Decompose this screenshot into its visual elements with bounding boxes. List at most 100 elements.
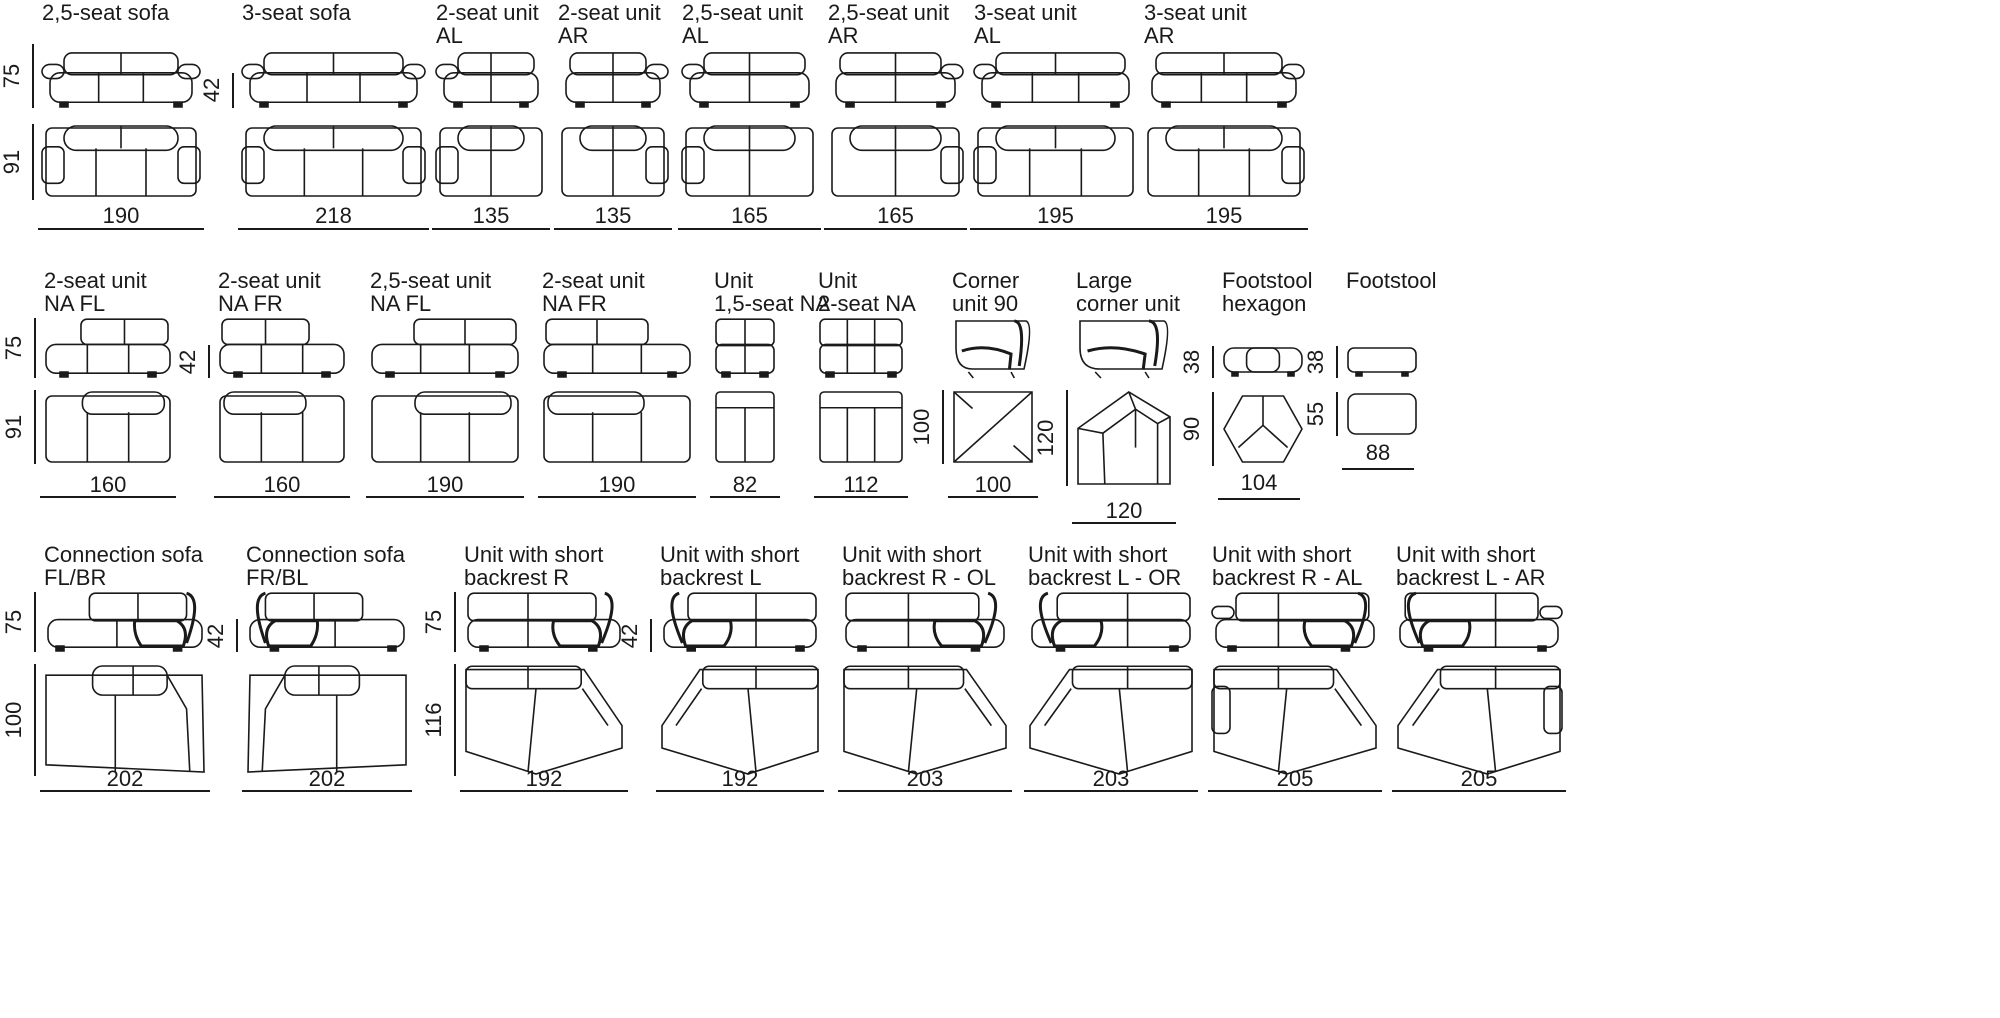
large-corner-unit-width-rule xyxy=(1072,522,1176,524)
footstool-front-view xyxy=(1346,346,1418,378)
2-seat-unit-na-fr-subtitle: NA FR xyxy=(218,291,283,316)
unit-short-backrest-r-al-width-label: 205 xyxy=(1276,766,1314,791)
large-corner-unit-depth-label: 120 xyxy=(1033,419,1058,457)
unit-short-backrest-r-title: Unit with short xyxy=(464,542,604,567)
2-seat-unit-na-fl-top-view xyxy=(44,390,172,464)
2-seat-unit-na-fl-depth-label: 91 xyxy=(1,414,26,440)
2-seat-unit-na-fl-width-rule xyxy=(40,496,176,498)
2-seat-unit-al-width-rule xyxy=(432,228,550,230)
2-seat-unit-na-fr-2-width-rule xyxy=(538,496,696,498)
unit-2-seat-na-top-view xyxy=(818,390,904,464)
3-seat-sofa-width-label: 218 xyxy=(315,203,352,228)
footstool-depth-label: 55 xyxy=(1303,401,1328,427)
3-seat-unit-al-width-label: 195 xyxy=(1037,203,1074,228)
2-5-seat-unit-na-fl-subtitle: NA FL xyxy=(370,291,432,316)
connection-sofa-fr-bl-seat-label: 42 xyxy=(203,623,228,648)
connection-sofa-fl-br-depth-label: 100 xyxy=(1,701,26,739)
connection-sofa-fl-br-front-view xyxy=(44,592,206,652)
footstool-hexagon-width-rule xyxy=(1218,498,1300,500)
unit-short-backrest-r-width-rule xyxy=(460,790,628,792)
2-seat-unit-na-fr-top-view xyxy=(218,390,346,464)
2-5-seat-unit-na-fl-top-view xyxy=(370,390,520,464)
2,5-seat-sofa-width-label: 190 xyxy=(102,203,140,228)
3-seat-sofa-title: 3-seat sofa xyxy=(242,0,351,25)
unit-1-5-seat-na-top-view xyxy=(714,390,776,464)
2-seat-unit-na-fr-width-label: 160 xyxy=(263,472,301,497)
2-seat-unit-na-fr-title: 2-seat unit xyxy=(218,268,321,293)
unit-short-backrest-l-front-view xyxy=(660,592,820,652)
2,5-seat-sofa-depth-label: 91 xyxy=(0,149,24,175)
unit-short-backrest-l-width-rule xyxy=(656,790,824,792)
footstool-width-label: 88 xyxy=(1365,440,1391,465)
unit-short-backrest-l-or-top-view xyxy=(1028,664,1194,776)
corner-unit-90-width-label: 100 xyxy=(974,472,1012,497)
unit-2-seat-na-front-view xyxy=(818,318,904,378)
unit-1-5-seat-na-width-rule xyxy=(710,496,780,498)
unit-1-5-seat-na-title: Unit xyxy=(714,268,754,293)
unit-short-backrest-r-al-top-view xyxy=(1212,664,1378,776)
2-seat-unit-na-fr-seat-rule xyxy=(208,345,210,378)
2-5-seat-unit-al-front-view xyxy=(682,44,817,108)
connection-sofa-fr-bl-subtitle: FR/BL xyxy=(246,565,309,590)
connection-sofa-fr-bl-width-label: 202 xyxy=(308,766,346,791)
2,5-seat-sofa-title: 2,5-seat sofa xyxy=(42,0,170,25)
footstool-width-rule xyxy=(1342,468,1414,470)
unit-short-backrest-r-ol-title: Unit with short xyxy=(842,542,982,567)
2-seat-unit-na-fr-width-rule xyxy=(214,496,350,498)
unit-short-backrest-r-width-label: 192 xyxy=(525,766,563,791)
2-seat-unit-ar-front-view xyxy=(558,44,668,108)
3-seat-sofa-top-view xyxy=(242,124,425,200)
footstool-hexagon-width-label: 104 xyxy=(1240,470,1278,495)
connection-sofa-fl-br-width-rule xyxy=(40,790,210,792)
unit-2-seat-na-title: Unit xyxy=(818,268,858,293)
connection-sofa-fl-br-height-rule xyxy=(34,592,36,652)
corner-unit-90-top-view xyxy=(952,390,1034,464)
2-seat-unit-al-title: 2-seat unit xyxy=(436,0,539,25)
3-seat-unit-ar-width-label: 195 xyxy=(1205,203,1243,228)
2-seat-unit-na-fr-seat-label: 42 xyxy=(175,349,200,374)
2-5-seat-unit-al-title: 2,5-seat unit xyxy=(682,0,804,25)
footstool-hexagon-title: Footstool xyxy=(1222,268,1313,293)
2-5-seat-unit-ar-top-view xyxy=(828,124,963,200)
footstool-height-rule xyxy=(1336,346,1338,378)
2-seat-unit-na-fl-height-rule xyxy=(34,318,36,378)
2-seat-unit-na-fl-depth-rule xyxy=(34,390,36,464)
unit-short-backrest-r-ol-subtitle: backrest R - OL xyxy=(842,565,997,590)
2,5-seat-sofa-width-rule xyxy=(38,228,204,230)
unit-short-backrest-l-or-front-view xyxy=(1028,592,1194,652)
2-seat-unit-na-fr-front-view xyxy=(218,318,346,378)
unit-short-backrest-r-ol-width-label: 203 xyxy=(906,766,944,791)
unit-short-backrest-r-subtitle: backrest R xyxy=(464,565,570,590)
2-5-seat-unit-na-fl-front-view xyxy=(370,318,520,378)
2-5-seat-unit-al-subtitle: AL xyxy=(682,23,709,48)
3-seat-unit-ar-top-view xyxy=(1144,124,1304,200)
footstool-hexagon-depth-label: 90 xyxy=(1179,416,1204,442)
2-seat-unit-na-fr-2-title: 2-seat unit xyxy=(542,268,645,293)
unit-2-seat-na-width-rule xyxy=(814,496,908,498)
footstool-hexagon-depth-rule xyxy=(1212,392,1214,466)
corner-unit-90-front-view xyxy=(952,318,1034,378)
unit-short-backrest-r-al-front-view xyxy=(1212,592,1378,652)
unit-2-seat-na-width-label: 112 xyxy=(843,472,879,497)
2-5-seat-unit-ar-front-view xyxy=(828,44,963,108)
3-seat-unit-ar-front-view xyxy=(1144,44,1304,108)
unit-short-backrest-l-seat-label: 42 xyxy=(617,623,642,648)
2-seat-unit-ar-top-view xyxy=(558,124,668,200)
unit-short-backrest-l-ar-top-view xyxy=(1396,664,1562,776)
2-seat-unit-na-fl-subtitle: NA FL xyxy=(44,291,106,316)
2-seat-unit-ar-width-label: 135 xyxy=(594,203,632,228)
connection-sofa-fl-br-title: Connection sofa xyxy=(44,542,203,567)
3-seat-unit-al-subtitle: AL xyxy=(974,23,1001,48)
3-seat-unit-al-top-view xyxy=(974,124,1137,200)
3-seat-unit-al-width-rule xyxy=(970,228,1141,230)
connection-sofa-fl-br-depth-rule xyxy=(34,664,36,776)
3-seat-sofa-width-rule xyxy=(238,228,429,230)
2,5-seat-sofa-depth-rule xyxy=(32,124,34,200)
footstool-hexagon-height-label: 38 xyxy=(1179,349,1204,375)
unit-short-backrest-r-ol-top-view xyxy=(842,664,1008,776)
corner-unit-90-width-rule xyxy=(948,496,1038,498)
2-seat-unit-na-fr-2-width-label: 190 xyxy=(598,472,636,497)
2,5-seat-sofa-height-label: 75 xyxy=(0,63,24,89)
corner-unit-90-depth-rule xyxy=(942,390,944,464)
footstool-hexagon-front-view xyxy=(1222,346,1304,378)
